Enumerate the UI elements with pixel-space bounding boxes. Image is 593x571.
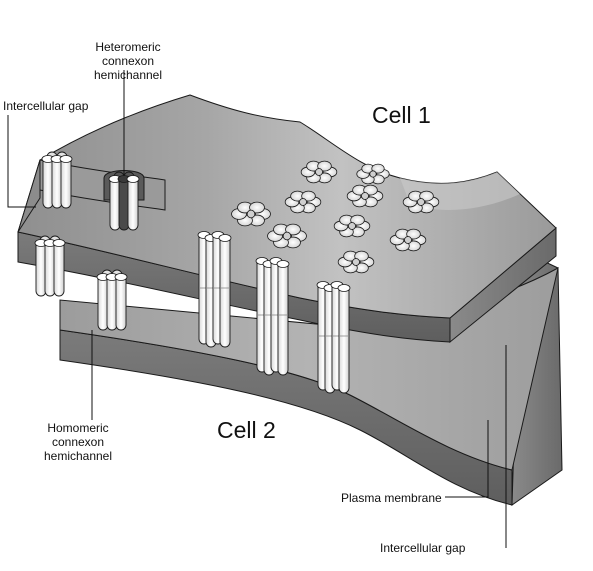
connexin-cap [337, 284, 351, 292]
connexin-petal [317, 160, 332, 172]
connexin-petal [249, 201, 265, 214]
connexon-pore [369, 170, 377, 178]
connexin-subunit [219, 234, 231, 348]
label-heteromeric-line1: Heteromeric [95, 40, 161, 54]
connexin-subunit [115, 273, 127, 331]
connexin-petal [371, 163, 385, 174]
connexin-subunit [35, 239, 47, 297]
connexin-subunit [277, 260, 289, 376]
connexin-petal [406, 228, 421, 240]
connexon-pore [282, 231, 292, 241]
connexin-subunit [106, 273, 118, 331]
connexon-top-view [284, 190, 322, 214]
connexon-pore [404, 236, 412, 244]
connexon-top-view [389, 228, 427, 252]
connexin-subunit [118, 175, 130, 231]
connexin-subunit [60, 155, 72, 209]
connexin-petal [419, 190, 434, 202]
gap-junction-channel [197, 231, 232, 348]
connexon-pore [348, 222, 356, 230]
leader-lines [7, 70, 507, 548]
heteromeric-connexon [108, 171, 140, 231]
connexon-top-view [346, 184, 384, 208]
connexin-subunit [51, 155, 63, 209]
label-heteromeric-line2: connexon [101, 54, 155, 68]
homomeric-connexon [96, 269, 128, 331]
connexon-top-view [267, 223, 307, 249]
connexon-top-view [356, 163, 390, 185]
connexin-cap [114, 273, 128, 281]
connexin-cap [59, 155, 73, 163]
heteromeric-hemichannel [103, 170, 145, 231]
connexin-subunit [127, 175, 139, 231]
label-homomeric: Homomeric connexon hemichannel [28, 421, 128, 463]
connexin-cap [218, 234, 232, 242]
connexon-pore [315, 168, 323, 176]
connexon-pore [246, 209, 256, 219]
leader-intercellular-gap-top [7, 115, 36, 208]
leader-plasma-membrane [445, 420, 489, 498]
connexon-top-view [231, 201, 271, 227]
connexon-pore [299, 198, 307, 206]
connexon-top-view [333, 214, 371, 238]
label-homomeric-line3: hemichannel [43, 449, 113, 463]
connexin-subunit [338, 284, 350, 394]
connexon-hemichannel [34, 235, 66, 297]
connexin-subunit [42, 155, 54, 209]
left-connexon-cluster [34, 151, 73, 297]
connexon-hemichannel [41, 151, 73, 209]
connexon-top-view [337, 250, 375, 274]
label-homomeric-line1: Homomeric [47, 421, 109, 435]
connexin-subunit [109, 175, 121, 231]
connexon-top-view [402, 190, 440, 214]
connexin-petal [350, 214, 365, 226]
connexon-pore [361, 192, 369, 200]
homomeric-hemichannels [96, 269, 128, 331]
label-cell-1: Cell 1 [372, 102, 431, 128]
connexin-petal [301, 190, 316, 202]
label-homomeric-line2: connexon [51, 435, 105, 449]
connexon-pore [417, 198, 425, 206]
gap-junction-channel [255, 257, 290, 376]
label-heteromeric: Heteromeric connexon hemichannel [78, 40, 178, 82]
connexin-petal [363, 184, 378, 196]
connexon-top-view [300, 160, 338, 184]
gap-junction-channel [316, 281, 351, 394]
gap-junction-channels [197, 231, 351, 394]
connexin-subunit [44, 239, 56, 297]
label-intercellular-gap-top: Intercellular gap [3, 99, 89, 113]
connexon-top-views [231, 160, 440, 274]
label-intercellular-gap-bottom: Intercellular gap [380, 541, 466, 555]
label-cell-2: Cell 2 [217, 417, 276, 443]
connexin-cap [52, 239, 66, 247]
connexin-petal [354, 250, 369, 262]
connexin-petal [285, 223, 301, 236]
connexin-subunit [97, 273, 109, 331]
connexin-subunit [53, 239, 65, 297]
label-heteromeric-line3: hemichannel [93, 68, 163, 82]
connexin-cap [276, 260, 290, 268]
label-plasma-membrane: Plasma membrane [341, 491, 442, 505]
connexin-cap [126, 175, 140, 183]
connexon-pore [352, 258, 360, 266]
